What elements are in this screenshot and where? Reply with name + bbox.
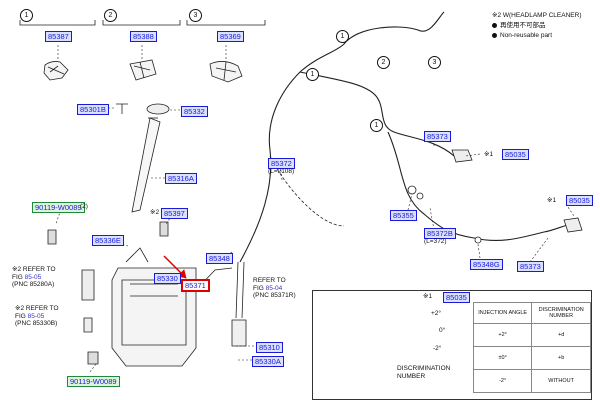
refer-title: ※2 REFER TO	[12, 266, 56, 273]
table-row: ±0° +b	[472, 346, 591, 370]
part-link-85388[interactable]: 85388	[130, 31, 157, 42]
discrimination-label-line2: NUMBER	[397, 372, 426, 380]
part-link-85316A[interactable]: 85316A	[165, 173, 197, 184]
callout-3: 3	[428, 56, 441, 69]
cell-number: +d	[531, 323, 591, 347]
part-link-85035-inset[interactable]: 85035	[443, 292, 470, 303]
mark-x2-85397: ※2	[150, 209, 160, 216]
bullet-icon	[492, 22, 497, 28]
header-discrimination-number: DISCRIMINATION NUMBER	[531, 302, 591, 324]
discrimination-label-line1: DISCRIMINATION	[397, 365, 451, 372]
refer-pnc: (PNC 85280A)	[12, 281, 55, 288]
mark-x1-a: ※1	[484, 151, 494, 158]
refer-note-85330B: ※2 REFER TO FIG 85-05 (PNC 85330B)	[15, 305, 59, 328]
bullet-icon	[492, 32, 497, 38]
callout-2: 2	[377, 56, 390, 69]
group-bracket-1	[19, 20, 96, 26]
part-link-85301B[interactable]: 85301B	[77, 104, 109, 115]
group-bracket-2	[102, 20, 181, 26]
refer-note-85280A: ※2 REFER TO FIG 85-05 (PNC 85280A)	[12, 266, 56, 289]
table-row: +2° +d	[472, 323, 591, 347]
legend-headlamp-cleaner: ※2 W(HEADLAMP CLEANER)	[492, 12, 582, 19]
part-link-85387[interactable]: 85387	[45, 31, 72, 42]
part-link-85332[interactable]: 85332	[181, 106, 208, 117]
fig-link-85-05-b[interactable]: 85-05	[27, 312, 45, 320]
refer-fig-prefix: FIG	[12, 273, 23, 281]
part-link-85330[interactable]: 85330	[154, 273, 181, 284]
discrimination-number-label: DISCRIMINATION NUMBER	[397, 365, 450, 380]
cell-number: +b	[531, 346, 591, 370]
callout-1: 1	[370, 119, 383, 132]
refer-title: REFER TO	[253, 277, 286, 284]
cell-angle: ±0°	[472, 346, 533, 370]
angle-minus2: -2°	[433, 345, 442, 352]
group-bracket-3	[186, 20, 266, 26]
part-link-85373-top[interactable]: 85373	[424, 131, 451, 142]
legend-not-reusable-en: Non-reusable part	[492, 32, 552, 40]
refer-fig-prefix: FIG	[253, 284, 264, 292]
part-link-85372B[interactable]: 85372B	[424, 228, 456, 239]
fig-link-85-05-a[interactable]: 85-05	[24, 273, 42, 281]
refer-fig: FIG 85-05	[12, 274, 56, 282]
qty-90119-W0089-top: (2)	[80, 203, 88, 210]
legend-not-reusable-jp-text: 再使用不可部品	[500, 22, 546, 29]
part-link-90119-W0089-top[interactable]: 90119-W0089	[32, 202, 85, 213]
cell-number: WITHOUT	[531, 369, 591, 393]
part-link-85310[interactable]: 85310	[256, 342, 283, 353]
part-link-85035-a[interactable]: 85035	[502, 149, 529, 160]
refer-pnc: (PNC 85371R)	[253, 292, 296, 299]
clip-85369-drawing	[209, 61, 243, 83]
part-link-85372[interactable]: 85372	[268, 158, 295, 169]
refer-fig: FIG 85-04	[253, 285, 296, 293]
part-link-85348[interactable]: 85348	[206, 253, 233, 264]
callout-2: 2	[104, 9, 117, 22]
part-link-85369[interactable]: 85369	[217, 31, 244, 42]
callout-1: 1	[336, 30, 349, 43]
legend-not-reusable-jp: 再使用不可部品	[492, 22, 546, 30]
table-row: -2° WITHOUT	[472, 369, 591, 393]
part-link-85336E[interactable]: 85336E	[92, 235, 124, 246]
nozzle-detail-inset: ※1 85035 +2° 0° -2° DISCRIMINATION NUMBE…	[312, 290, 592, 400]
refer-title: ※2 REFER TO	[15, 305, 59, 312]
header-injection-angle: INJECTION ANGLE	[472, 302, 533, 324]
injection-angle-table: INJECTION ANGLE DISCRIMINATION NUMBER +2…	[472, 302, 591, 393]
clip-85388-drawing	[129, 59, 157, 81]
fig-link-85-04[interactable]: 85-04	[265, 284, 283, 292]
part-link-85371[interactable]: 85371	[181, 279, 210, 292]
length-85372: (L=2108)	[268, 168, 295, 175]
cell-angle: -2°	[472, 369, 533, 393]
legend-not-reusable-en-text: Non-reusable part	[500, 32, 553, 39]
part-link-85330A[interactable]: 85330A	[252, 356, 284, 367]
cell-angle: +2°	[472, 323, 533, 347]
angle-plus2: +2°	[431, 310, 442, 317]
part-link-85348G[interactable]: 85348G	[470, 259, 503, 270]
callout-3: 3	[189, 9, 202, 22]
part-link-85035-b[interactable]: 85035	[566, 195, 593, 206]
mark-x1-inset: ※1	[423, 293, 433, 300]
refer-fig: FIG 85-05	[15, 313, 59, 321]
refer-pnc: (PNC 85330B)	[15, 320, 58, 327]
part-link-85355[interactable]: 85355	[390, 210, 417, 221]
refer-fig-prefix: FIG	[15, 312, 26, 320]
part-link-85397[interactable]: 85397	[161, 208, 188, 219]
refer-note-85371R: REFER TO FIG 85-04 (PNC 85371R)	[253, 277, 296, 300]
callout-1: 1	[306, 68, 319, 81]
mark-x1-b: ※1	[547, 197, 557, 204]
clip-85387-drawing	[43, 61, 69, 81]
length-85372B: (L=372)	[424, 238, 447, 245]
callout-1: 1	[20, 9, 33, 22]
angle-zero: 0°	[439, 327, 446, 334]
part-link-85373-bottom[interactable]: 85373	[517, 261, 544, 272]
part-link-90119-W0089-bottom[interactable]: 90119-W0089	[67, 376, 120, 387]
